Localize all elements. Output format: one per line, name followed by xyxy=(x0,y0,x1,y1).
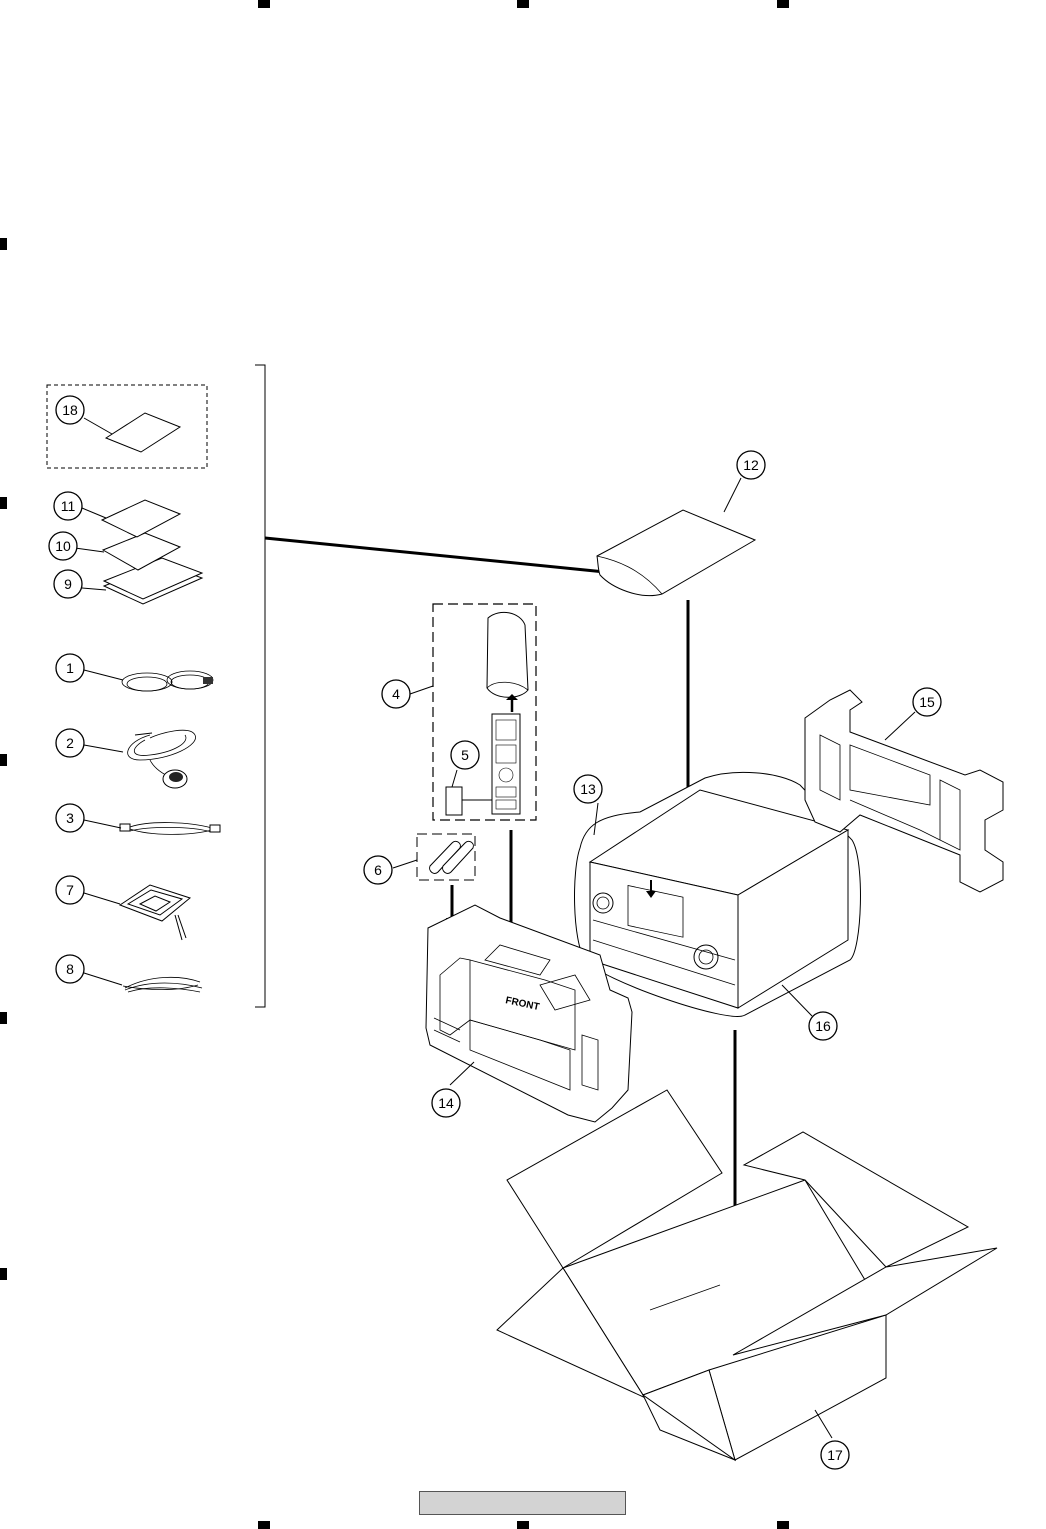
callout-13: 13 xyxy=(574,775,602,803)
callout-8: 8 xyxy=(56,955,84,983)
accessory-bracket xyxy=(255,365,605,1007)
callout-17: 17 xyxy=(821,1441,849,1469)
callout-number: 1 xyxy=(66,660,74,676)
callout-number: 8 xyxy=(66,961,74,977)
callout-number: 15 xyxy=(919,694,935,710)
callout-3: 3 xyxy=(56,804,84,832)
carton-box-icon xyxy=(497,1090,997,1460)
callout-number: 17 xyxy=(827,1447,843,1463)
callout-2: 2 xyxy=(56,729,84,757)
callout-15: 15 xyxy=(913,688,941,716)
callout-number: 9 xyxy=(64,576,72,592)
accessory-bag-icon xyxy=(597,478,755,596)
callout-14: 14 xyxy=(432,1089,460,1117)
callout-number: 18 xyxy=(62,402,78,418)
callout-number: 13 xyxy=(580,781,596,797)
callout-number: 4 xyxy=(392,686,400,702)
callout-16: 16 xyxy=(809,1012,837,1040)
callout-5: 5 xyxy=(451,741,479,769)
callout-7: 7 xyxy=(56,876,84,904)
callout-number: 2 xyxy=(66,735,74,751)
callout-number: 16 xyxy=(815,1018,831,1034)
callout-number: 11 xyxy=(61,498,76,514)
callout-number: 5 xyxy=(461,747,469,763)
batteries-group xyxy=(393,834,475,880)
callout-number: 7 xyxy=(66,882,74,898)
fm-antenna-icon xyxy=(84,973,202,992)
callout-number: 6 xyxy=(374,862,382,878)
callout-12: 12 xyxy=(737,451,765,479)
am-antenna-icon xyxy=(84,885,190,940)
cable-3-icon xyxy=(84,820,220,834)
callout-9: 9 xyxy=(54,570,82,598)
footer-bar xyxy=(419,1491,626,1515)
callout-number: 3 xyxy=(66,810,74,826)
callout-4: 4 xyxy=(382,680,410,708)
callout-10: 10 xyxy=(49,532,77,560)
remote-control-group xyxy=(410,604,536,820)
callout-number: 14 xyxy=(438,1095,454,1111)
callout-number: 10 xyxy=(55,538,71,554)
callout-1: 1 xyxy=(56,654,84,682)
cable-1-icon xyxy=(84,670,213,691)
callout-6: 6 xyxy=(364,856,392,884)
callout-number: 12 xyxy=(743,457,759,473)
callout-11: 11 xyxy=(54,492,82,520)
manuals-group xyxy=(75,500,202,604)
microphone-icon xyxy=(84,730,196,788)
callout-18: 18 xyxy=(56,396,84,424)
